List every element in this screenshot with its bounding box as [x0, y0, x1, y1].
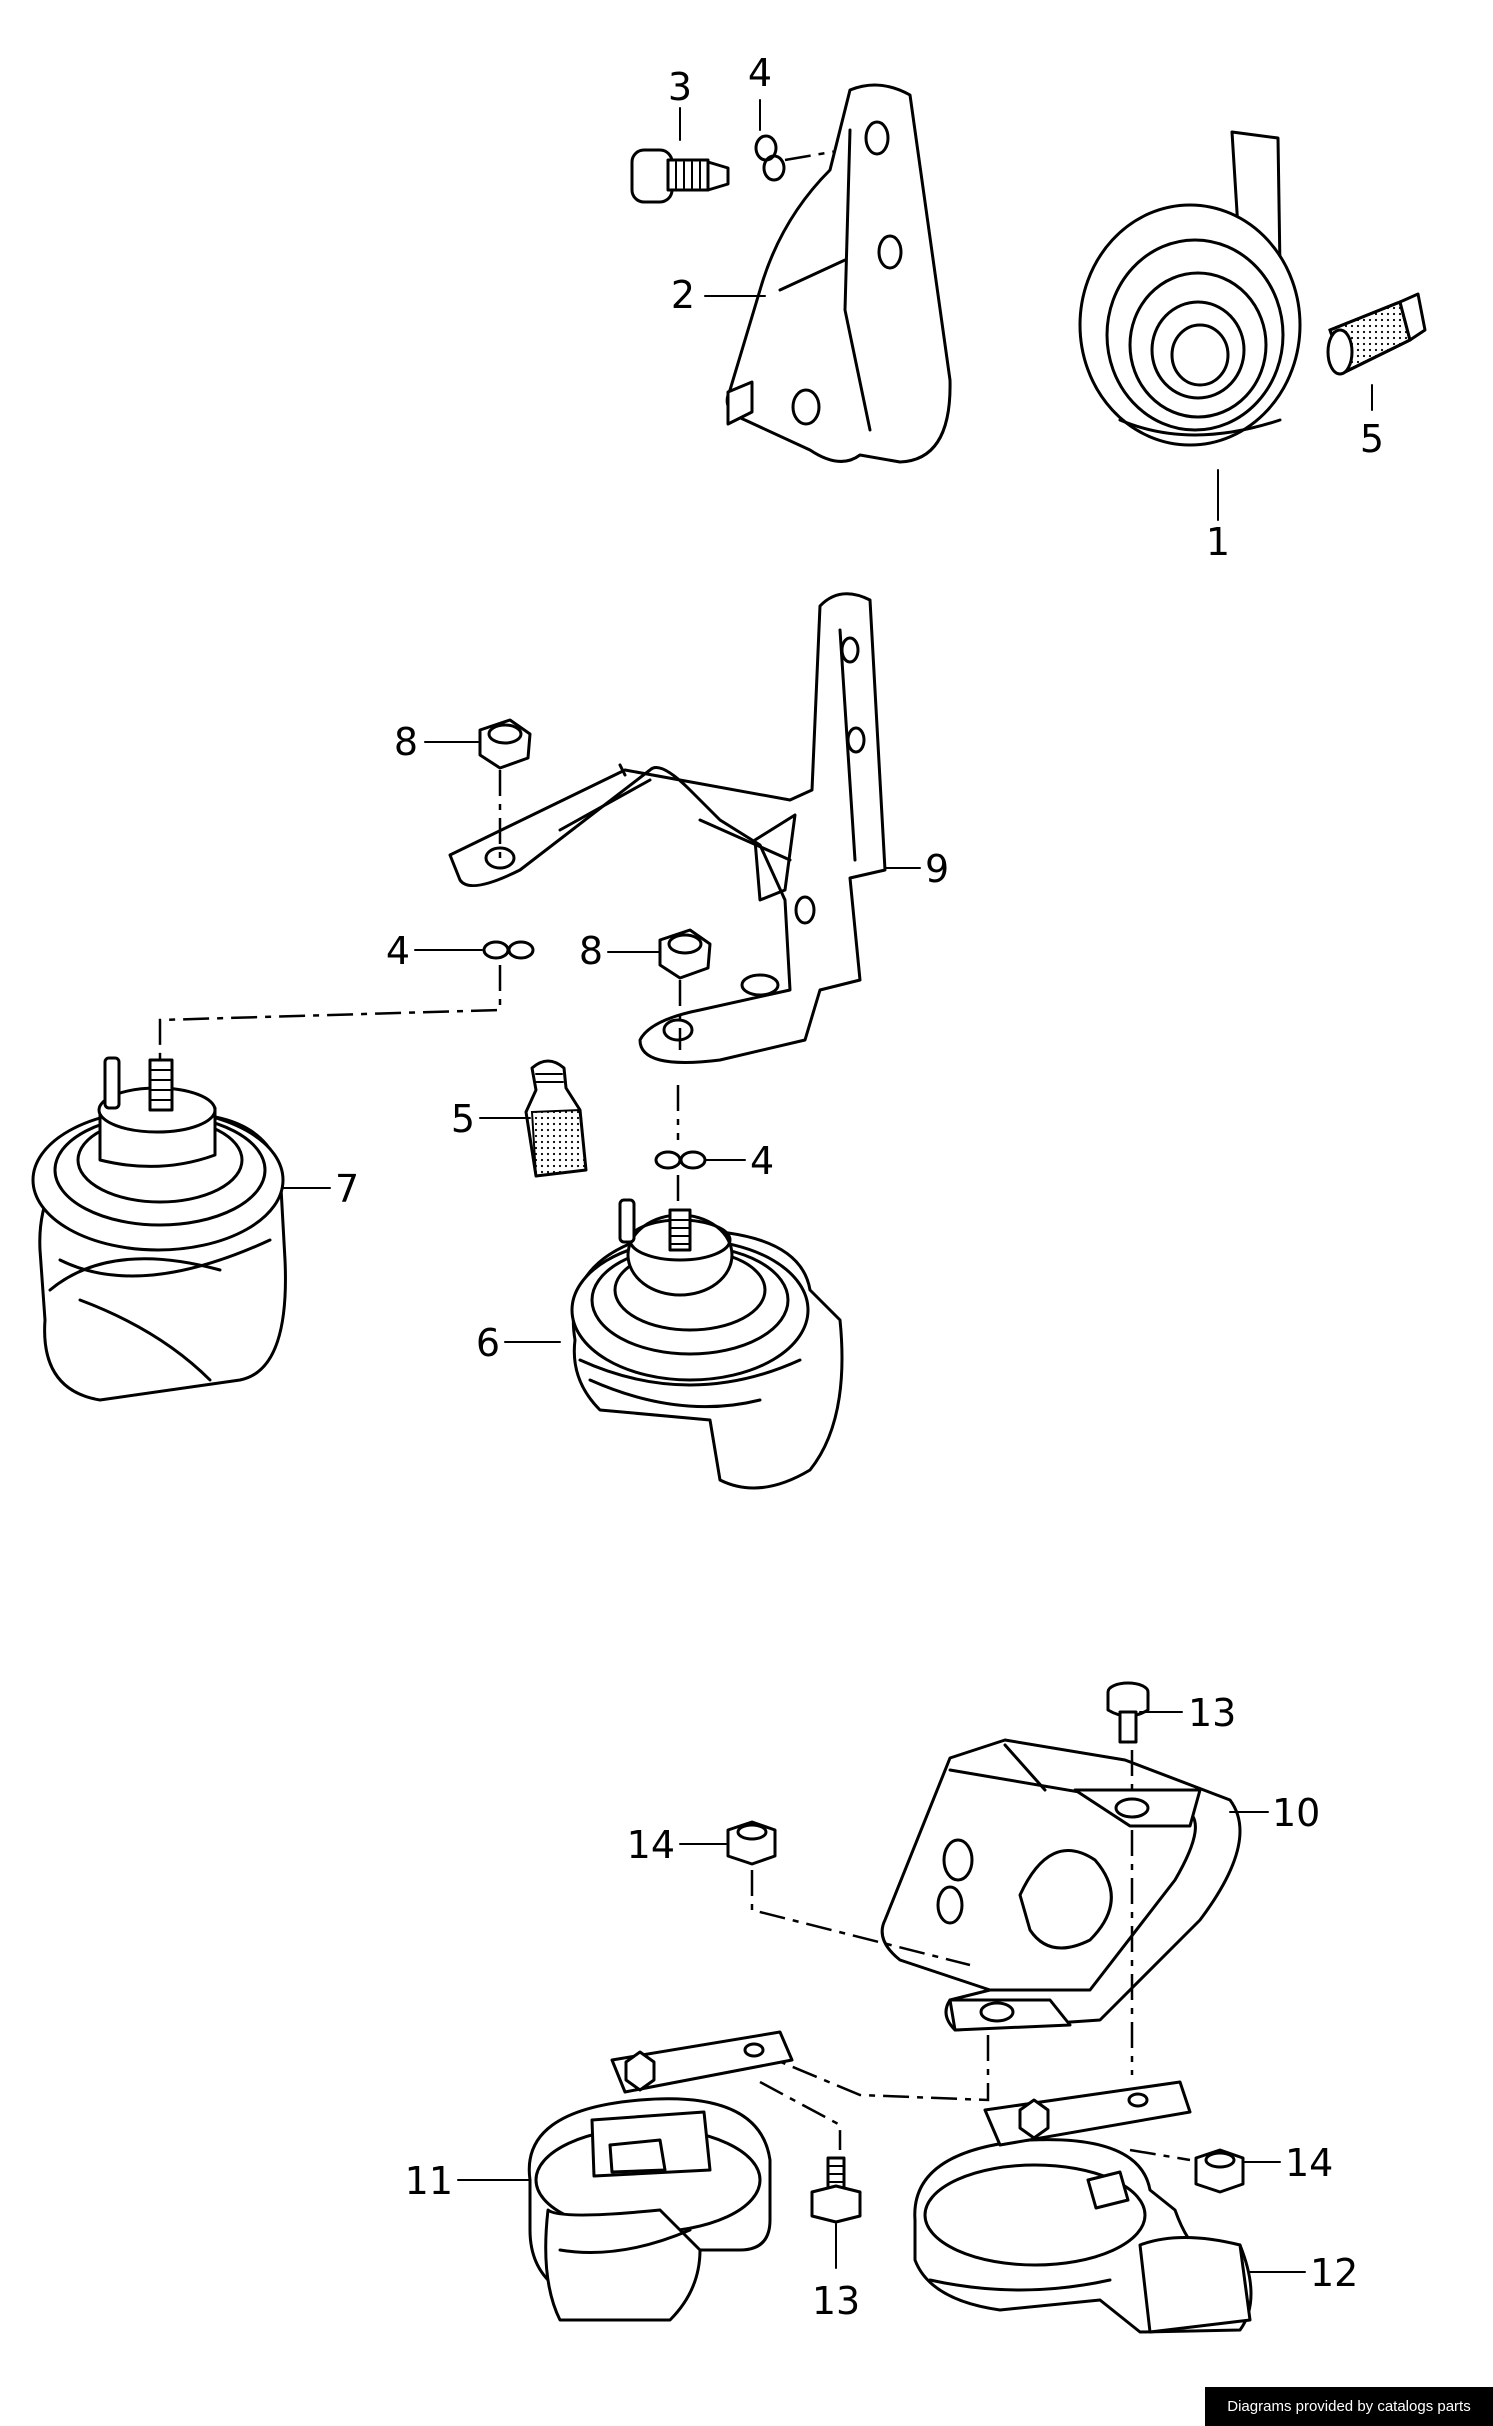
- callout-10: 10: [1272, 1791, 1320, 1835]
- nut-part-14[interactable]: [726, 1820, 777, 1866]
- bolt-part-3[interactable]: [630, 148, 730, 204]
- washer-part-4[interactable]: [754, 134, 786, 182]
- callout-8-middle: 8: [579, 929, 603, 973]
- middle-group: [31, 592, 921, 1490]
- nut-part-14-second[interactable]: [1194, 2148, 1245, 2194]
- horn-part-11[interactable]: [527, 2030, 794, 2322]
- callout-13: 13: [1188, 1691, 1236, 1735]
- bracket-part-9[interactable]: [448, 592, 887, 1064]
- callout-3: 3: [668, 65, 692, 109]
- cap-part-5[interactable]: [1326, 292, 1427, 376]
- nut-part-8[interactable]: [478, 718, 532, 770]
- horn-part-7[interactable]: [31, 1056, 287, 1402]
- horn-part-6[interactable]: [570, 1198, 844, 1490]
- cap-part-5-middle[interactable]: [524, 1059, 588, 1178]
- bolt-part-13-second[interactable]: [810, 2156, 862, 2224]
- callout-13-lower: 13: [812, 2279, 860, 2323]
- callout-9: 9: [925, 847, 949, 891]
- callout-5-middle: 5: [451, 1097, 475, 1141]
- callout-11: 11: [405, 2159, 453, 2203]
- washer-part-4-middle[interactable]: [482, 940, 535, 960]
- callout-6: 6: [476, 1321, 500, 1365]
- callout-4-lower: 4: [750, 1139, 774, 1183]
- callout-14-right: 14: [1285, 2141, 1333, 2185]
- bolt-part-13[interactable]: [1106, 1681, 1150, 1744]
- bracket-part-10[interactable]: [880, 1738, 1242, 2032]
- bracket-part-2[interactable]: [725, 83, 952, 464]
- callout-7: 7: [335, 1167, 359, 1211]
- callout-14: 14: [627, 1823, 675, 1867]
- washer-part-4-middle-second[interactable]: [654, 1150, 707, 1170]
- callout-4-middle: 4: [386, 929, 410, 973]
- callout-labels: 3 4 2 5 1 8 9 4 8 5 4 7 6 13 10 14 11 14…: [335, 51, 1384, 2323]
- callout-8: 8: [394, 720, 418, 764]
- bottom-group: [457, 1681, 1306, 2334]
- callout-12: 12: [1310, 2251, 1358, 2295]
- callout-2: 2: [671, 273, 695, 317]
- top-group: [630, 83, 1427, 521]
- callout-4: 4: [748, 51, 772, 95]
- nut-part-8-second[interactable]: [658, 928, 712, 980]
- diagram-credit: Diagrams provided by catalogs parts: [1205, 2387, 1493, 2426]
- horn-part-1[interactable]: [1078, 130, 1302, 447]
- horn-part-12[interactable]: [913, 2080, 1253, 2334]
- callout-1: 1: [1206, 520, 1230, 564]
- callout-5: 5: [1360, 417, 1384, 461]
